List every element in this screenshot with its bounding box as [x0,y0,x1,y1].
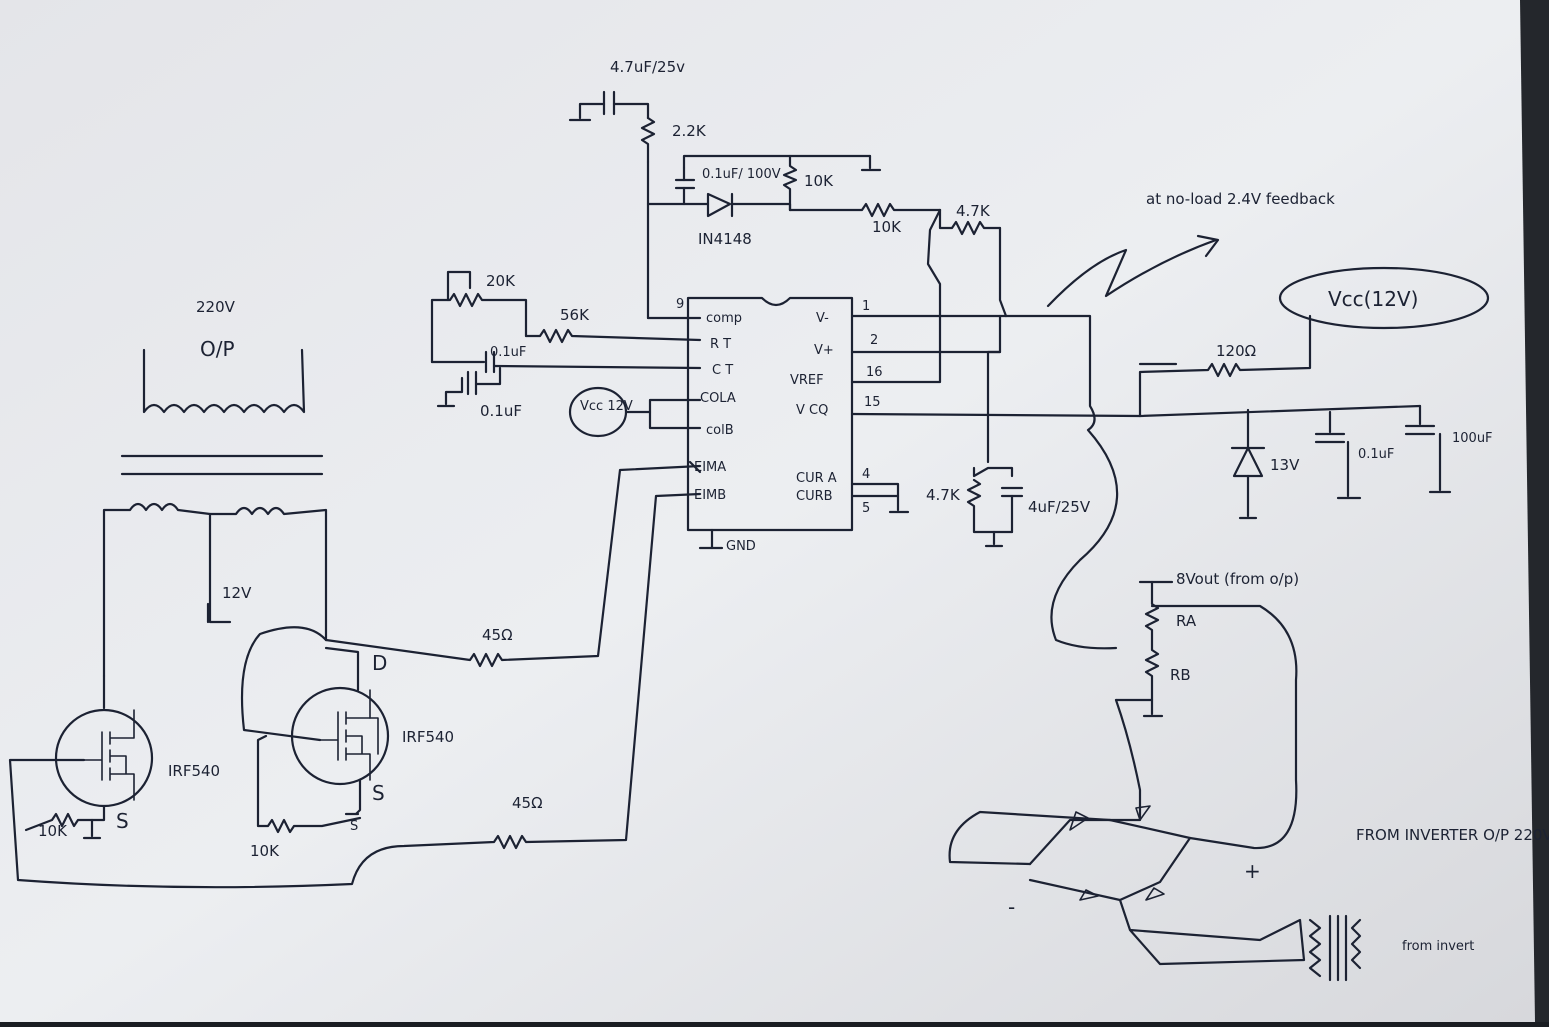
feedback-note: at no-load 2.4V feedback [1146,190,1335,208]
cap-4u7-label: 4.7uF/25v [610,58,685,76]
compensation-network: 4.7uF/25v 2.2K 0.1uF/ 100V 10K IN4148 10… [568,58,1002,320]
pin-colb-label: colB [706,423,734,438]
pin-number-4: 4 [862,467,870,482]
source-right-label: S [372,781,385,805]
pin-eimb-label: EIMB [694,488,726,503]
pin-number-9: 9 [676,297,684,312]
pin-number-15: 15 [864,395,881,410]
pin-vplus-label: V+ [814,343,834,358]
pin-comp-label: comp [706,311,742,326]
cap-100v-label: 0.1uF/ 100V [702,167,781,182]
res-4k7-top-label: 4.7K [956,202,991,220]
bridge-minus: - [1008,895,1015,919]
cap-01-vcc-label: 0.1uF [1358,447,1394,462]
res-56k-label: 56K [560,306,590,324]
pin-cura-label: CUR A [796,471,837,486]
res-120-label: 120Ω [1216,342,1256,360]
ra-label: RA [1176,612,1197,630]
res-10k-mid-label: 10K [872,218,902,236]
out-220v-label: 220V [196,298,236,316]
mosfet-left-label: IRF540 [168,762,220,780]
pin-cola-label: COLA [700,391,736,406]
pin-number-1: 1 [862,299,870,314]
pin-vminus-label: V- [816,311,829,326]
out-op-label: O/P [200,337,235,361]
drain-label: D [372,651,387,675]
pin-number-16: 16 [866,365,883,380]
res-2k2-label: 2.2K [672,122,707,140]
cap-4uf-label: 4uF/25V [1028,498,1091,516]
zener-13v-label: 13V [1270,456,1300,474]
power-stage: 220V O/P 12V D S IRF540 45Ω 10K S S IRF5… [8,298,702,889]
from-invert-small-label: from invert [1402,939,1474,954]
pin-eima-label: EIMA [694,460,726,475]
diode-1n4148-label: IN4148 [698,230,752,248]
rb-label: RB [1170,666,1191,684]
pin-curb-label: CURB [796,489,833,504]
pin-vref-label: VREF [790,373,824,388]
pin-number-2: 2 [870,333,878,348]
res-10k-left-label: 10K [38,822,68,840]
bridge-plus: + [1244,859,1261,883]
pin-vcq-label: V CQ [796,403,828,418]
pin-number-5: 5 [862,501,870,516]
res-10k-right-label: 10K [250,842,280,860]
vcc-circle-label: Vcc 12V [580,399,633,414]
timing-network: 20K 56K 0.1uF 0.1uF Vcc 12V [430,270,702,438]
res-10k-top-label: 10K [804,172,834,190]
res-45-b-label: 45Ω [512,794,543,812]
vcc-12v-label: Vcc(12V) [1328,287,1418,311]
res-4k7-low-label: 4.7K [926,486,961,504]
mosfet-right-label: IRF540 [402,728,454,746]
cap-01-label: 0.1uF [480,402,522,420]
v12-label: 12V [222,584,252,602]
pot-20k-label: 20K [486,272,516,290]
cap-100uf-label: 100uF [1452,431,1493,446]
gnd-right: S [350,819,358,834]
output-sense-bridge: 8Vout (from o/p) RA RB - + FROM INVERTER… [948,570,1549,982]
res-45-a-label: 45Ω [482,626,513,644]
from-inverter-label: FROM INVERTER O/P 220V [1356,826,1549,844]
feedback-network: 4.7K 4uF/25V at no-load 2.4V feedback [850,190,1335,650]
cap-ct-label: 0.1uF [490,345,526,360]
pin-ct-label: C T [712,363,733,378]
pin-rt-label: R T [710,337,731,352]
vcc-supply: Vcc(12V) 120Ω 13V 0.1uF 100uF [1138,266,1493,520]
vout-label: 8Vout (from o/p) [1176,570,1299,588]
pwm-controller-ic: comp R T C T COLA colB EIMA EIMB V- V+ V… [676,296,883,554]
ic-gnd-label: GND [726,539,756,554]
source-left-label: S [116,809,129,833]
